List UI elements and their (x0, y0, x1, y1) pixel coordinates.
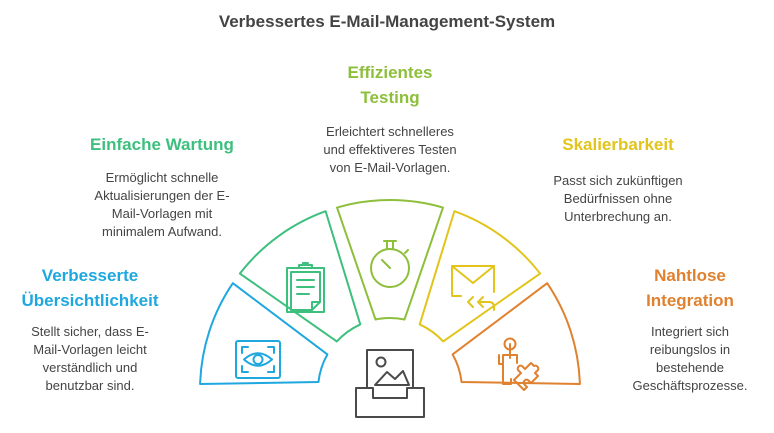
desc-line: Bedürfnissen ohne (563, 191, 673, 206)
desc-line: Unterbrechung an. (564, 209, 672, 224)
heading-line: Übersichtlichkeit (21, 291, 159, 310)
heading-line: Testing (360, 88, 420, 107)
desc-line: Erleichtert schnelleres (326, 124, 454, 139)
stopwatch-icon (370, 240, 410, 288)
heading-einfache-wartung: Einfache Wartung (62, 132, 262, 157)
desc-line: Mail-Vorlagen mit (111, 206, 213, 221)
desc-line: Stellt sicher, dass E- (31, 324, 149, 339)
desc-line: Mail-Vorlagen leicht (33, 342, 147, 357)
eye-scan-icon (235, 340, 281, 379)
heading-verbesserte-uebersichtlichkeit: Verbesserte Übersichtlichkeit (0, 263, 180, 313)
segment-effizientes-testing (336, 199, 444, 321)
desc-effizientes-testing: Erleichtert schnelleres und effektiveres… (290, 123, 490, 177)
heading-skalierbarkeit: Skalierbarkeit (518, 132, 718, 157)
desc-line: Passt sich zukünftigen (553, 173, 683, 188)
segment-skalierbarkeit (418, 210, 542, 343)
desc-line: benutzbar sind. (45, 378, 135, 393)
heading-line: Skalierbarkeit (562, 135, 674, 154)
desc-nahtlose-integration: Integriert sich reibungslos in bestehend… (600, 323, 774, 395)
heading-line: Nahtlose (654, 266, 726, 285)
desc-skalierbarkeit: Passt sich zukünftigen Bedürfnissen ohne… (518, 172, 718, 226)
person-puzzle-icon (498, 337, 540, 391)
heading-line: Einfache Wartung (90, 135, 234, 154)
segment-verbesserte-uebersichtlichkeit (199, 282, 329, 386)
heading-line: Effizientes (347, 63, 433, 82)
segment-nahtlose-integration (451, 282, 581, 386)
desc-line: Aktualisierungen der E- (94, 188, 230, 203)
segment-einfache-wartung (238, 210, 362, 343)
desc-line: reibungslos in (649, 342, 731, 357)
mail-reply-icon (451, 265, 495, 311)
diagram-title: Verbessertes E-Mail-Management-System (218, 12, 556, 31)
desc-line: Integriert sich (650, 324, 730, 339)
desc-line: und effektiveres Testen (323, 142, 457, 157)
clipboard-icon (286, 262, 325, 313)
desc-line: Ermöglicht schnelle (105, 170, 219, 185)
desc-line: minimalem Aufwand. (102, 224, 222, 239)
heading-line: Integration (646, 291, 734, 310)
desc-einfache-wartung: Ermöglicht schnelle Aktualisierungen der… (62, 169, 262, 241)
heading-line: Verbesserte (41, 266, 139, 285)
desc-verbesserte-uebersichtlichkeit: Stellt sicher, dass E- Mail-Vorlagen lei… (0, 323, 180, 395)
desc-line: bestehende (656, 360, 724, 375)
image-tray-icon (355, 349, 425, 418)
heading-nahtlose-integration: Nahtlose Integration (600, 263, 774, 313)
heading-effizientes-testing: Effizientes Testing (290, 60, 490, 110)
desc-line: Geschäftsprozesse. (632, 378, 748, 393)
desc-line: von E-Mail-Vorlagen. (329, 160, 451, 175)
desc-line: verständlich und (42, 360, 138, 375)
